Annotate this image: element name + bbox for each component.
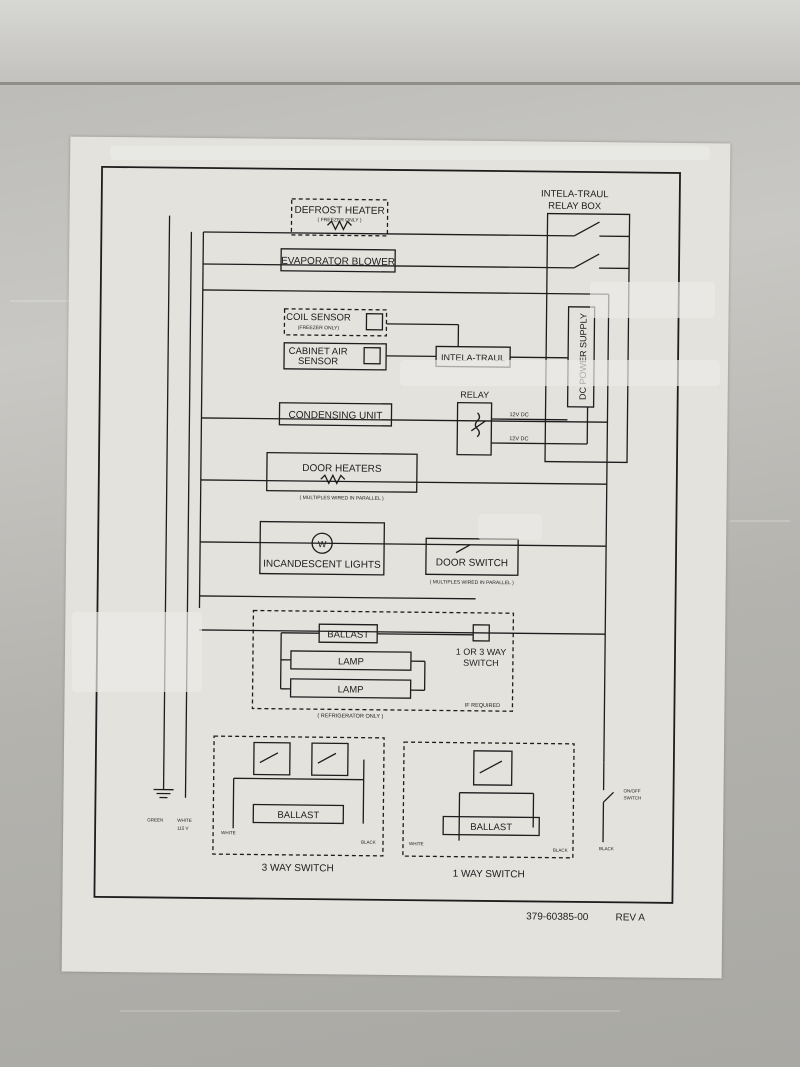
lamp-label-1: LAMP — [338, 656, 364, 667]
revision-label: REV A — [615, 912, 645, 923]
cabinet-air-sensor-label-2: SENSOR — [298, 356, 338, 367]
door-heaters-label: DOOR HEATERS — [302, 463, 382, 475]
tape-residue-right-lower — [400, 360, 720, 386]
incandescent-lights-label: INCANDESCENT LIGHTS — [263, 559, 381, 571]
voltage-115-label: 115 V — [177, 826, 188, 831]
three-way-switch-title: 3 WAY SWITCH — [262, 863, 334, 875]
three-way-ballast-label: BALLAST — [277, 810, 319, 821]
if-required-label: IF REQUIRED — [465, 703, 501, 709]
three-way-white-label: WHITE — [221, 830, 236, 835]
cabinet-air-sensor-label-1: CABINET AIR — [289, 346, 348, 358]
tape-residue-top — [110, 146, 710, 160]
metal-streak — [120, 1010, 620, 1012]
door-heaters-note: ( MULTIPLES WIRED IN PARALLEL ) — [300, 495, 384, 502]
metal-panel-edge — [0, 82, 800, 85]
voltage-label-1: 12V DC — [509, 412, 528, 418]
metal-panel-top — [0, 0, 800, 82]
relay-box-label-1: INTELA-TRAUL — [541, 188, 609, 200]
metal-streak — [730, 520, 790, 522]
condensing-unit-label: CONDENSING UNIT — [288, 410, 382, 422]
intela-traul-label: INTELA-TRAUL — [441, 352, 505, 363]
voltage-label-2: 12V DC — [509, 436, 528, 442]
coil-sensor-label: COIL SENSOR — [286, 312, 351, 324]
one-way-white-label: WHITE — [409, 841, 424, 846]
way-switch-label-1: 1 OR 3 WAY — [456, 647, 507, 658]
one-way-black-label: BLACK — [553, 848, 568, 853]
tape-residue-middle — [478, 514, 542, 540]
wiring-diagram-sheet: DEFROST HEATER ( FREEZER ONLY ) EVAPORAT… — [61, 136, 731, 979]
way-switch-label-2: SWITCH — [463, 658, 499, 668]
dc-power-supply-label: DC POWER SUPPLY — [578, 313, 589, 400]
lamp-symbol: W — [318, 539, 327, 549]
black-wire-label: BLACK — [599, 846, 614, 851]
tape-residue-left — [72, 612, 202, 692]
on-off-switch-label-1: ON/OFF — [624, 788, 641, 793]
tape-residue-right-upper — [590, 282, 715, 318]
refrigerator-only-label: ( REFRIGERATOR ONLY ) — [317, 713, 383, 720]
three-way-black-label: BLACK — [361, 840, 376, 845]
one-way-switch-title: 1 WAY SWITCH — [453, 869, 525, 881]
one-way-ballast-label: BALLAST — [470, 822, 512, 833]
door-switch-note: ( MULTIPLES WIRED IN PARALLEL ) — [430, 579, 514, 586]
relay-label: RELAY — [460, 390, 489, 400]
ballast-label: BALLAST — [327, 629, 369, 640]
green-wire-label: GREEN — [147, 817, 163, 822]
metal-streak — [10, 300, 70, 302]
document-number: 379-60385-00 — [526, 911, 589, 923]
defrost-heater-note: ( FREEZER ONLY ) — [317, 217, 361, 223]
defrost-heater-label: DEFROST HEATER — [294, 205, 384, 217]
white-wire-label: WHITE — [177, 818, 192, 823]
on-off-switch-label-2: SWITCH — [623, 795, 641, 800]
wiring-diagram: DEFROST HEATER ( FREEZER ONLY ) EVAPORAT… — [93, 165, 681, 924]
door-switch-label: DOOR SWITCH — [436, 557, 508, 569]
lamp-label-2: LAMP — [338, 684, 364, 695]
relay-box-label-2: RELAY BOX — [548, 201, 602, 213]
coil-sensor-note: (FREEZER ONLY) — [298, 325, 340, 331]
evaporator-blower-label: EVAPORATOR BLOWER — [281, 256, 395, 268]
